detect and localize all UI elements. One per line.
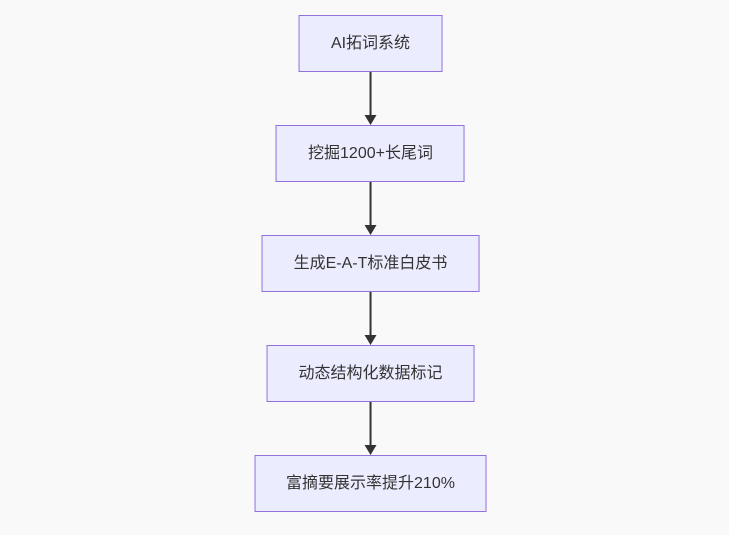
arrow-head [364,115,377,125]
flow-node-rich-snippet-uplift: 富摘要展示率提升210% [254,455,487,512]
flow-node-structured-data-markup: 动态结构化数据标记 [266,345,475,402]
arrow-down-icon [364,402,377,455]
arrow-head [364,225,377,235]
arrow-line [369,182,372,225]
flow-node-eat-whitepaper: 生成E-A-T标准白皮书 [261,235,480,292]
arrow-head [364,445,377,455]
arrow-line [369,292,372,335]
arrow-line [369,402,372,445]
arrow-down-icon [364,182,377,235]
flow-node-longtail-mining: 挖掘1200+长尾词 [276,125,465,182]
arrow-down-icon [364,72,377,125]
arrow-line [369,72,372,115]
arrow-head [364,335,377,345]
flowchart-column: AI拓词系统 挖掘1200+长尾词 生成E-A-T标准白皮书 动态结构化数据标记… [254,15,487,512]
flow-node-ai-word-expansion: AI拓词系统 [298,15,443,72]
arrow-down-icon [364,292,377,345]
